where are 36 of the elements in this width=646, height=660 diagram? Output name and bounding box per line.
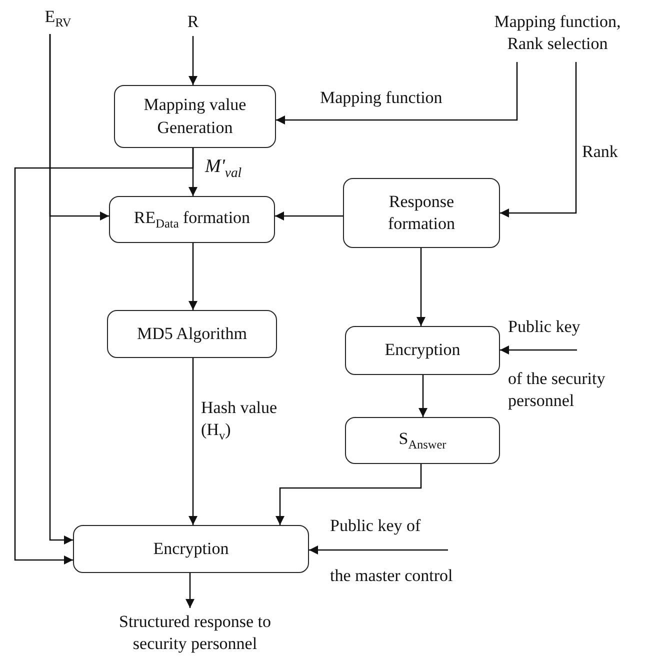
process-box [114,85,276,148]
arrow [275,212,343,220]
box-label: Response formation [386,190,456,235]
arrow [276,62,518,124]
arrow [188,358,198,525]
arrow [14,148,194,564]
input-label: R [187,10,199,33]
box-label: MD5 Algorithm [136,322,248,345]
process-box [109,196,275,243]
arrow [276,464,422,525]
arrow [188,243,198,310]
box-label: Encryption [384,339,460,362]
input-label: Public key [508,316,580,338]
process-box [107,310,277,358]
arrow [309,546,448,554]
box-label: S$_{Answer}$ [398,428,446,454]
arrow [500,62,577,218]
arrow [500,346,577,354]
arrow [188,36,198,85]
process-box [345,417,500,464]
input-label: Structured response to security personnel [118,610,272,655]
input-label: Public key of [330,515,421,537]
input-label: E$_{RV}$ [44,6,72,32]
process-box [345,326,500,375]
arrow [418,375,428,417]
box-label: RE$_{Data}$ formation [134,206,250,232]
input-label: the master control [330,564,453,587]
arrow [186,573,194,608]
arrow [416,248,426,326]
input-label: Mapping function, Rank selection [493,10,622,55]
process-box [343,178,500,248]
process-box [73,525,309,573]
box-label: Mapping value Generation [142,94,248,138]
box-label: Encryption [153,538,229,560]
input-label: of the security personnel [508,368,606,412]
arrow [49,34,73,544]
